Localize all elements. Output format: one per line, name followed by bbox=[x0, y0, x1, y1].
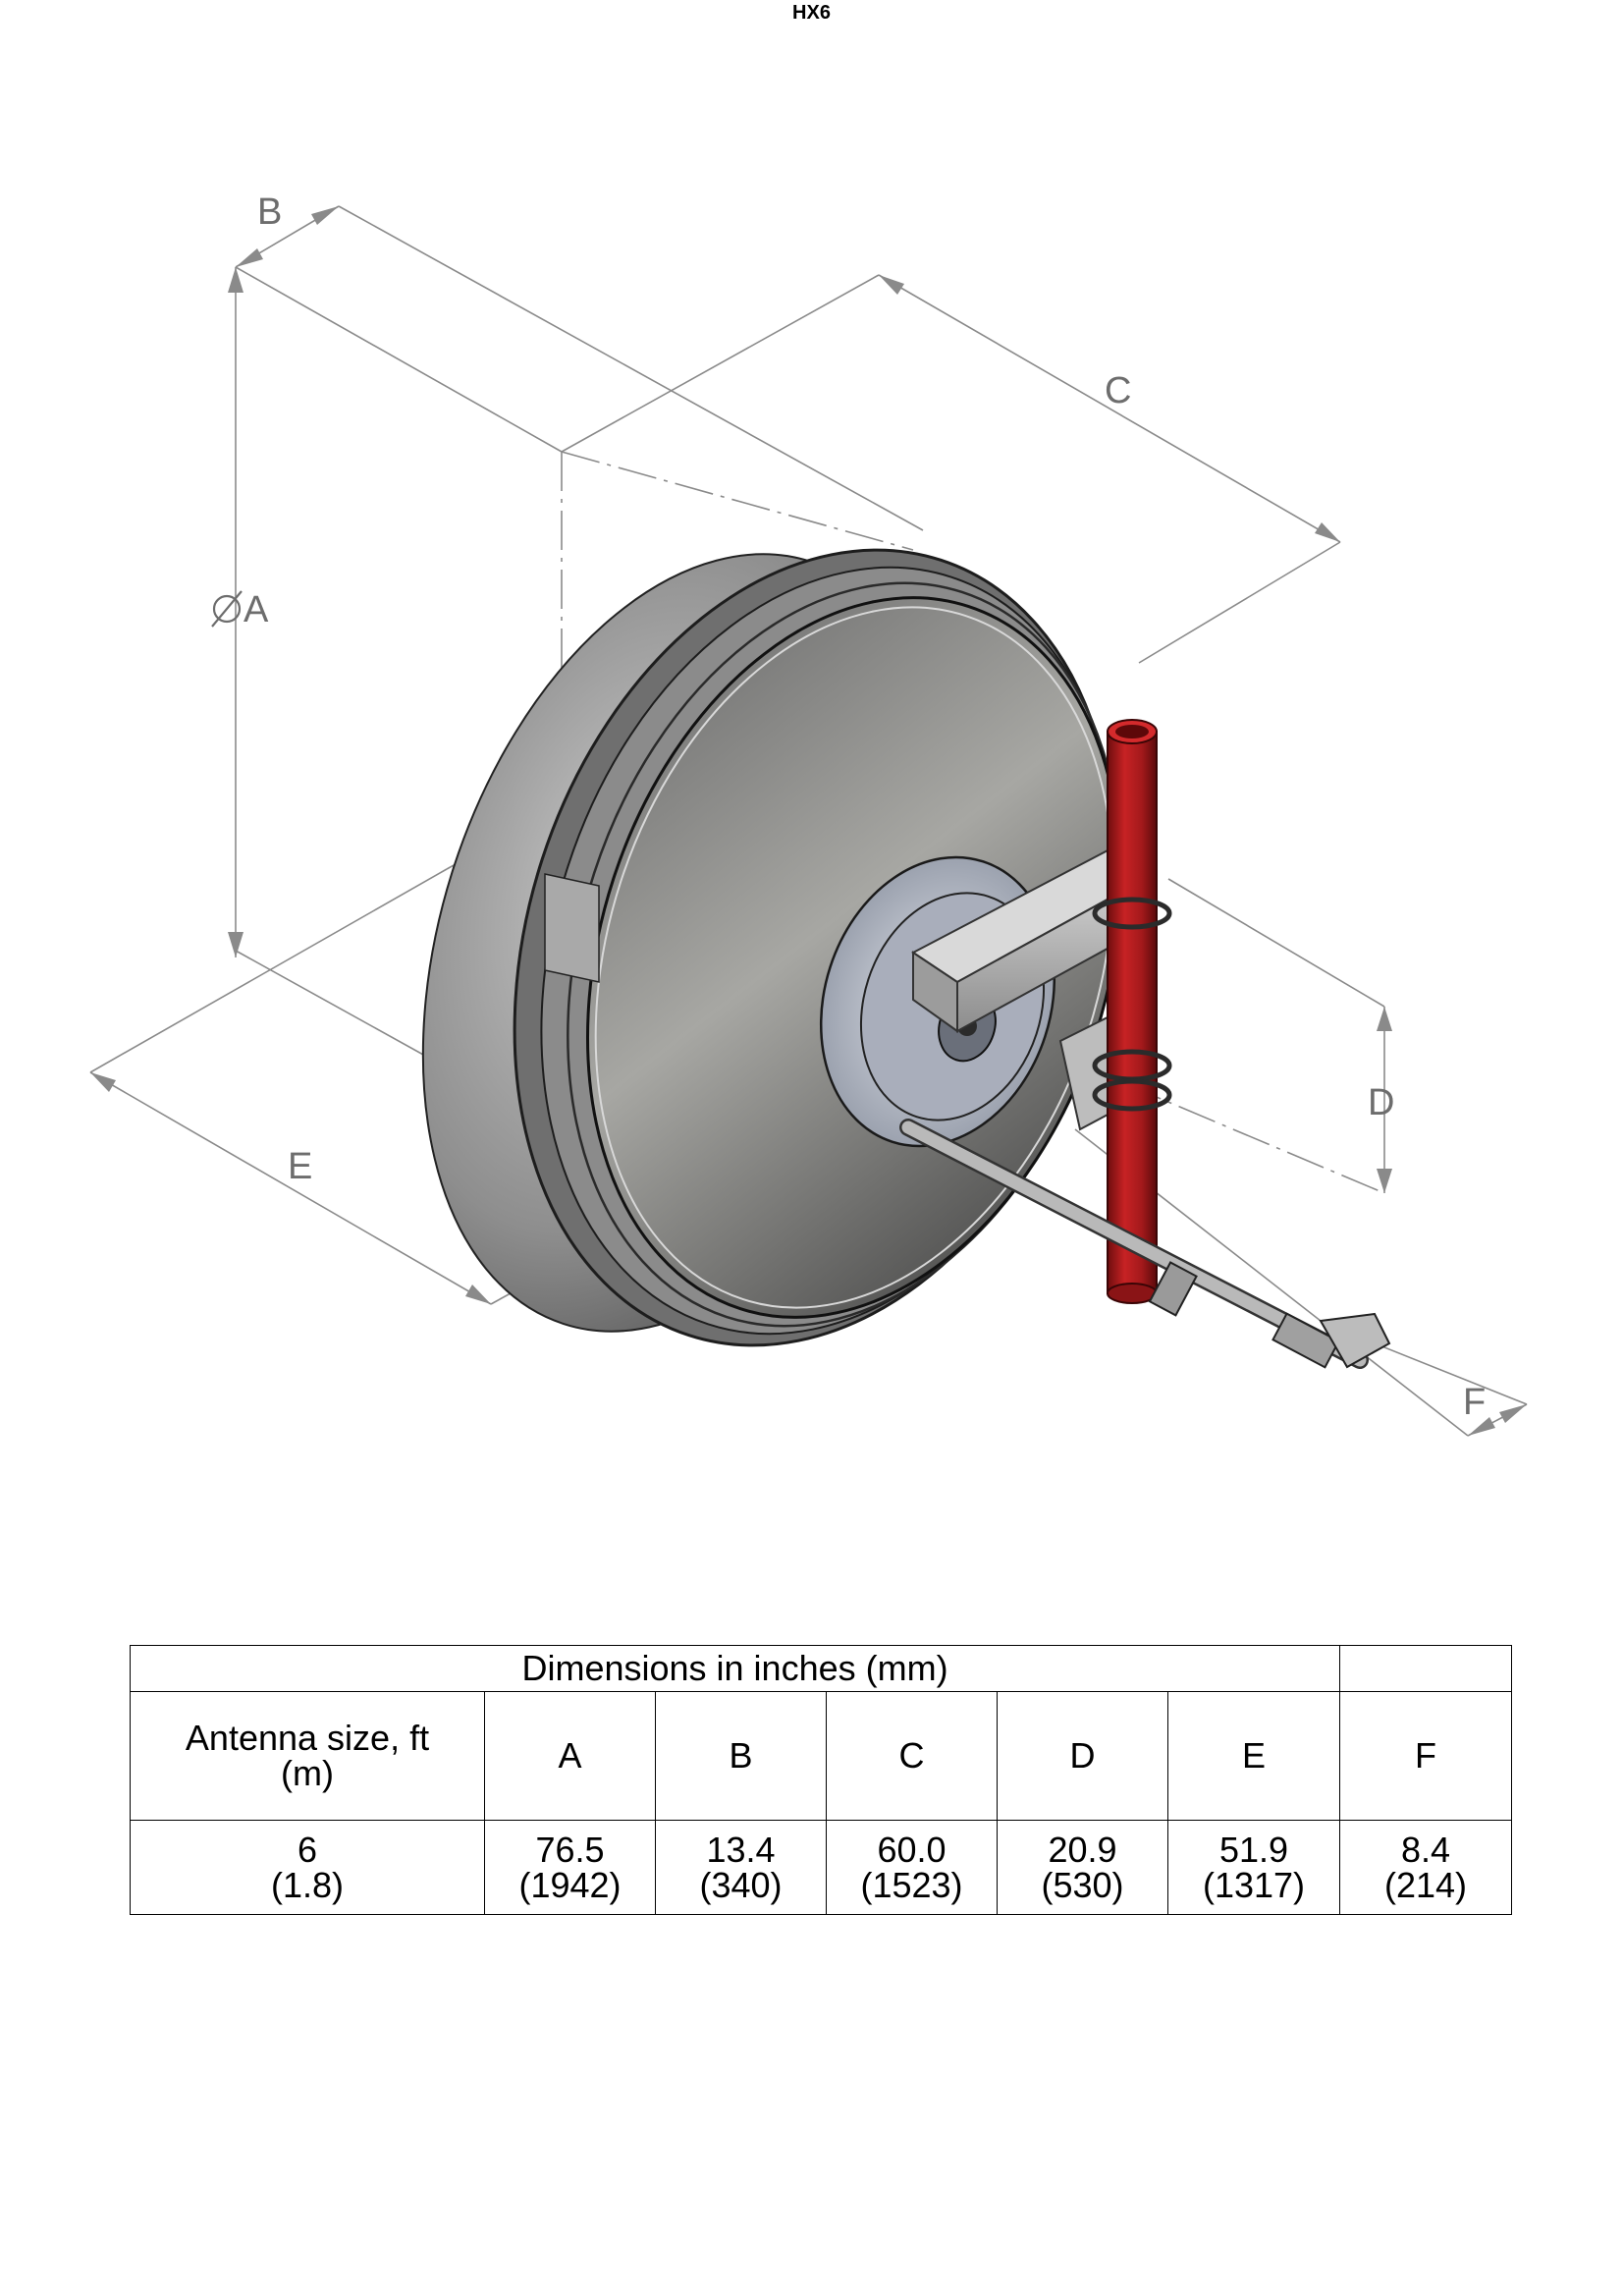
cell-e-mm: (1317) bbox=[1202, 1864, 1306, 1905]
cell-b-in: 13.4 bbox=[706, 1829, 776, 1870]
cell-c: 60.0 (1523) bbox=[826, 1820, 998, 1915]
cell-a-mm: (1942) bbox=[518, 1864, 622, 1905]
dim-label-e: E bbox=[288, 1146, 312, 1187]
dim-label-b: B bbox=[257, 191, 282, 233]
cell-b-mm: (340) bbox=[699, 1864, 783, 1905]
cell-size-ft: 6 bbox=[297, 1829, 318, 1870]
cell-e: 51.9 (1317) bbox=[1166, 1820, 1341, 1915]
page-title: HX6 bbox=[792, 2, 831, 24]
table-caption: Dimensions in inches (mm) bbox=[129, 1645, 1341, 1692]
header-col-a: A bbox=[484, 1691, 656, 1821]
header-col-b: B bbox=[655, 1691, 827, 1821]
cell-c-in: 60.0 bbox=[877, 1829, 947, 1870]
dim-label-a-text: A bbox=[243, 589, 269, 630]
table-row: 6 (1.8) 76.5 (1942) 13.4 (340) 60.0 (152… bbox=[130, 1820, 1513, 1915]
header-antenna-size: Antenna size, ft (m) bbox=[130, 1691, 485, 1821]
cell-f-in: 8.4 bbox=[1400, 1829, 1451, 1870]
dim-label-a: A bbox=[211, 589, 269, 630]
header-col-f: F bbox=[1339, 1691, 1513, 1821]
cell-d-in: 20.9 bbox=[1048, 1829, 1117, 1870]
header-antenna-size-line1: Antenna size, ft bbox=[185, 1718, 430, 1758]
header-col-e: E bbox=[1166, 1691, 1341, 1821]
header-antenna-size-line2: (m) bbox=[281, 1753, 334, 1793]
cell-b: 13.4 (340) bbox=[655, 1820, 827, 1915]
antenna-isometric-drawing: B C A D E F bbox=[89, 191, 1528, 1437]
dim-label-d: D bbox=[1368, 1082, 1394, 1123]
dim-label-c: C bbox=[1105, 370, 1131, 411]
dim-label-f: F bbox=[1463, 1382, 1486, 1423]
cell-size-m: (1.8) bbox=[270, 1864, 345, 1905]
cell-c-mm: (1523) bbox=[860, 1864, 963, 1905]
cell-size: 6 (1.8) bbox=[130, 1820, 485, 1915]
stabilizer-strut bbox=[899, 1119, 1391, 1369]
cell-d: 20.9 (530) bbox=[997, 1820, 1168, 1915]
cell-e-in: 51.9 bbox=[1218, 1829, 1289, 1870]
header-col-c: C bbox=[826, 1691, 998, 1821]
cell-a: 76.5 (1942) bbox=[484, 1820, 656, 1915]
table-caption-empty bbox=[1339, 1645, 1513, 1692]
mast-pole bbox=[1092, 719, 1172, 1304]
cell-d-mm: (530) bbox=[1041, 1864, 1124, 1905]
header-col-d: D bbox=[997, 1691, 1168, 1821]
cell-a-in: 76.5 bbox=[535, 1829, 605, 1870]
cell-f-mm: (214) bbox=[1383, 1864, 1468, 1905]
dimensions-table: Dimensions in inches (mm) Antenna size, … bbox=[129, 1645, 1513, 1915]
cell-f: 8.4 (214) bbox=[1339, 1820, 1513, 1915]
